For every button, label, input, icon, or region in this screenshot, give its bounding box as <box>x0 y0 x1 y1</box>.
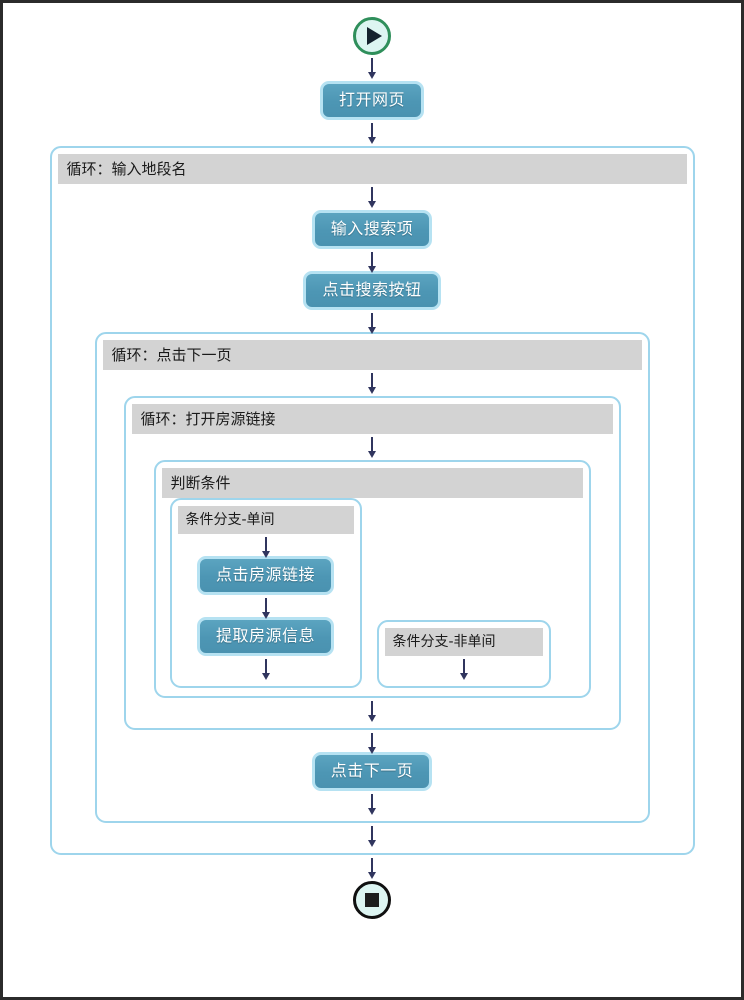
node-click-search-button[interactable]: 点击搜索按钮 <box>303 271 441 310</box>
loop-body-next-page: 循环：打开房源链接 判断条件 条件分支-单间 <box>103 370 642 815</box>
start-node[interactable] <box>353 17 391 55</box>
connector-arrow <box>366 855 378 881</box>
branch-non-single-room[interactable]: 条件分支-非单间 <box>376 620 551 688</box>
branch-body-non-single-room <box>385 656 543 680</box>
connector-arrow <box>366 184 378 210</box>
connector-arrow <box>366 249 378 273</box>
connector-arrow <box>366 434 378 460</box>
node-extract-listing-info[interactable]: 提取房源信息 <box>196 617 334 656</box>
node-input-search-term[interactable]: 输入搜索项 <box>311 210 433 249</box>
node-click-next-page[interactable]: 点击下一页 <box>311 752 433 791</box>
connector-arrow <box>260 534 272 558</box>
play-icon <box>366 27 382 45</box>
connector-arrow <box>366 310 378 334</box>
connector-arrow <box>260 595 272 619</box>
loop-container-open-listing[interactable]: 循环：打开房源链接 判断条件 条件分支-单间 <box>123 396 621 730</box>
connector-arrow <box>366 120 378 146</box>
loop-body-open-listing: 判断条件 条件分支-单间 点击房源链接 <box>132 434 613 722</box>
flowchart-canvas: 打开网页 循环：输入地段名 输入搜索项 点击搜索按钮 循环：点击下一页 <box>19 17 725 983</box>
node-click-listing-link[interactable]: 点击房源链接 <box>196 556 334 595</box>
branch-title-non-single-room: 条件分支-非单间 <box>384 628 543 656</box>
connector-arrow <box>366 698 378 722</box>
connector-arrow <box>260 656 272 680</box>
loop-title-district: 循环：输入地段名 <box>57 154 687 184</box>
stop-icon <box>365 893 379 907</box>
condition-title: 判断条件 <box>161 468 583 498</box>
connector-arrow <box>366 730 378 754</box>
condition-branch-row: 条件分支-单间 点击房源链接 提取房源信息 <box>162 498 583 688</box>
connector-arrow <box>366 55 378 81</box>
branch-single-room[interactable]: 条件分支-单间 点击房源链接 提取房源信息 <box>169 498 362 688</box>
connector-arrow <box>366 370 378 396</box>
loop-title-open-listing: 循环：打开房源链接 <box>131 404 613 434</box>
loop-body-district: 输入搜索项 点击搜索按钮 循环：点击下一页 循环：打开房源链接 <box>58 184 687 847</box>
node-open-page[interactable]: 打开网页 <box>319 81 424 120</box>
connector-arrow <box>458 656 470 680</box>
condition-container[interactable]: 判断条件 条件分支-单间 点击房源链接 <box>153 460 591 698</box>
loop-container-district[interactable]: 循环：输入地段名 输入搜索项 点击搜索按钮 循环：点击下一页 循环：打开房源链接 <box>49 146 695 855</box>
branch-body-single-room: 点击房源链接 提取房源信息 <box>178 534 354 680</box>
loop-title-next-page: 循环：点击下一页 <box>102 340 642 370</box>
connector-arrow <box>366 791 378 815</box>
end-node[interactable] <box>353 881 391 919</box>
loop-container-next-page[interactable]: 循环：点击下一页 循环：打开房源链接 判断条件 <box>94 332 650 823</box>
branch-title-single-room: 条件分支-单间 <box>177 506 354 534</box>
connector-arrow <box>366 823 378 847</box>
